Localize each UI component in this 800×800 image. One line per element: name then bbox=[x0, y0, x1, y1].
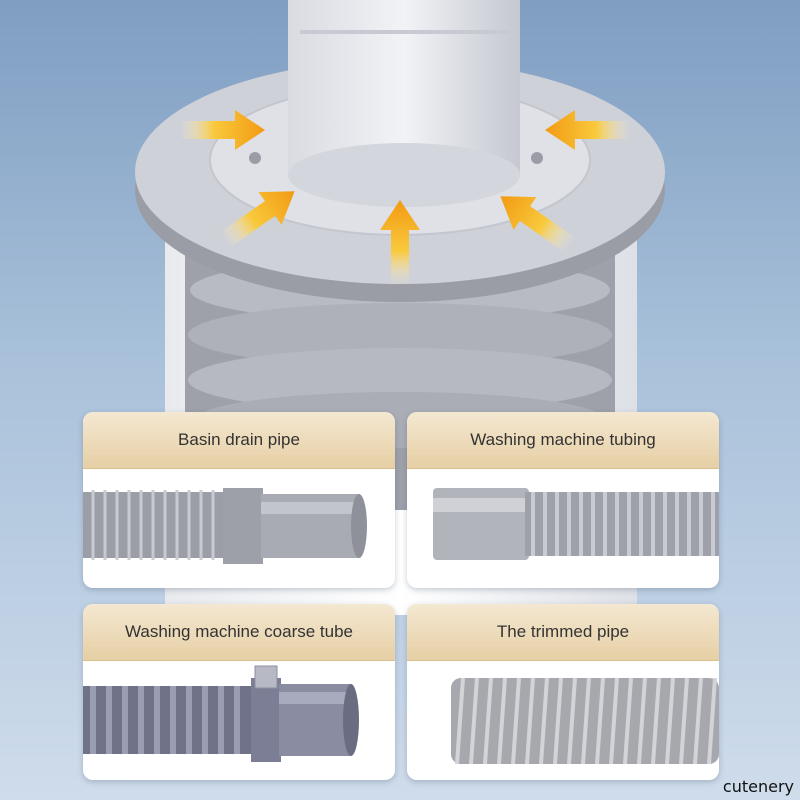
card-label: The trimmed pipe bbox=[407, 604, 719, 661]
arrow-icon bbox=[180, 110, 265, 150]
pipe-card-washing-machine-tubing: Washing machine tubing bbox=[407, 412, 719, 588]
pipe-card-coarse-tube: Washing machine coarse tube bbox=[83, 604, 395, 780]
washing-machine-tubing-icon bbox=[433, 488, 719, 560]
arrow-icon bbox=[380, 200, 420, 285]
card-label: Basin drain pipe bbox=[83, 412, 395, 469]
basin-drain-pipe-icon bbox=[83, 488, 367, 564]
arrow-icon bbox=[500, 196, 576, 253]
arrow-icon bbox=[219, 191, 295, 248]
coarse-tube-icon bbox=[83, 665, 359, 762]
card-label: Washing machine tubing bbox=[407, 412, 719, 469]
watermark: cutenery bbox=[722, 777, 794, 796]
vertical-pipe bbox=[288, 0, 520, 207]
pipe-card-trimmed-pipe: The trimmed pipe bbox=[407, 604, 719, 780]
card-label: Washing machine coarse tube bbox=[83, 604, 395, 661]
inflow-arrows bbox=[180, 110, 630, 285]
trimmed-pipe-icon bbox=[451, 677, 719, 765]
pipe-card-basin-drain: Basin drain pipe bbox=[83, 412, 395, 588]
arrow-icon bbox=[545, 110, 630, 150]
